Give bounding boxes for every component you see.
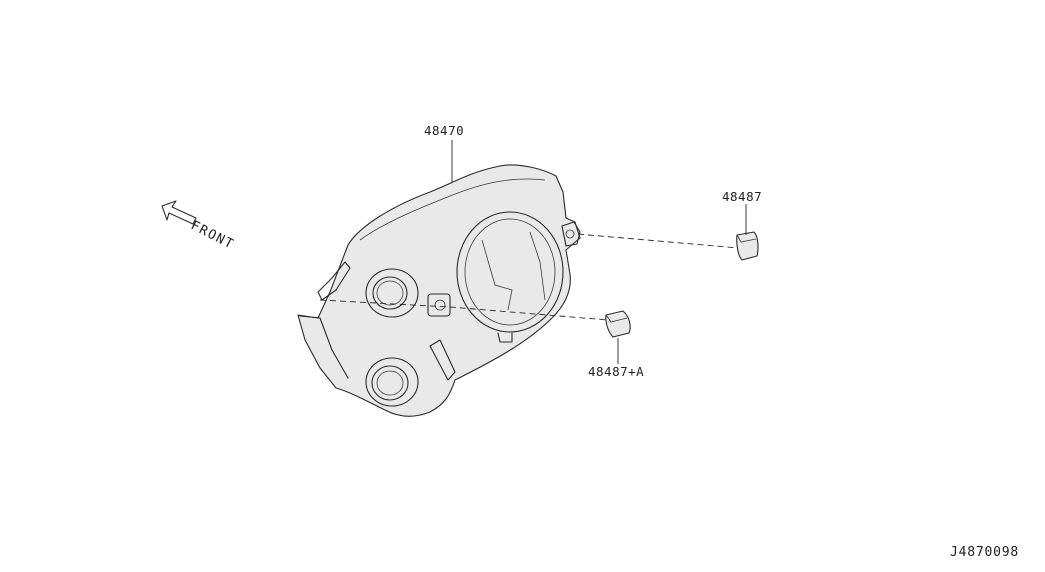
gauge-opening <box>456 211 564 333</box>
lower-slot <box>429 339 456 381</box>
left-flap <box>299 315 349 379</box>
cap-48487 <box>736 231 759 261</box>
cap-48487a <box>605 310 631 338</box>
gauge-opening-inner <box>464 218 556 326</box>
cluster-lid-48470 <box>297 164 581 417</box>
right-boss-hole <box>565 229 575 239</box>
part-label-48470: 48470 <box>424 123 464 138</box>
cap-48487a-shape <box>605 310 631 338</box>
front-label: FRONT <box>188 218 236 253</box>
left-lower-ring <box>371 365 409 401</box>
left-upper-opening <box>365 268 419 318</box>
diagram-code: J4870098 <box>950 545 1019 560</box>
lid-top-ridge <box>359 178 546 241</box>
cap-48487-shape <box>736 231 759 261</box>
assembly-line-48487 <box>577 233 739 249</box>
left-lower-ring-inner <box>376 370 404 396</box>
left-upper-ring-inner <box>376 280 404 306</box>
cluster-lid-body <box>297 164 581 417</box>
center-boss-hole <box>434 299 446 311</box>
part-label-48487a: 48487+A <box>588 364 644 379</box>
gauge-bottom-tab <box>497 332 513 343</box>
left-lower-opening <box>365 357 419 407</box>
cap-48487a-edge <box>605 314 628 323</box>
right-boss <box>561 221 581 247</box>
part-label-48487: 48487 <box>722 189 762 204</box>
gauge-inner-ribs <box>481 231 546 311</box>
front-arrow-icon <box>161 200 197 225</box>
front-indicator: FRONT <box>161 200 237 253</box>
cap-48487-edge <box>736 234 757 243</box>
left-upper-ring <box>372 276 408 310</box>
center-boss <box>427 293 451 317</box>
assembly-line-48487a <box>319 299 609 321</box>
